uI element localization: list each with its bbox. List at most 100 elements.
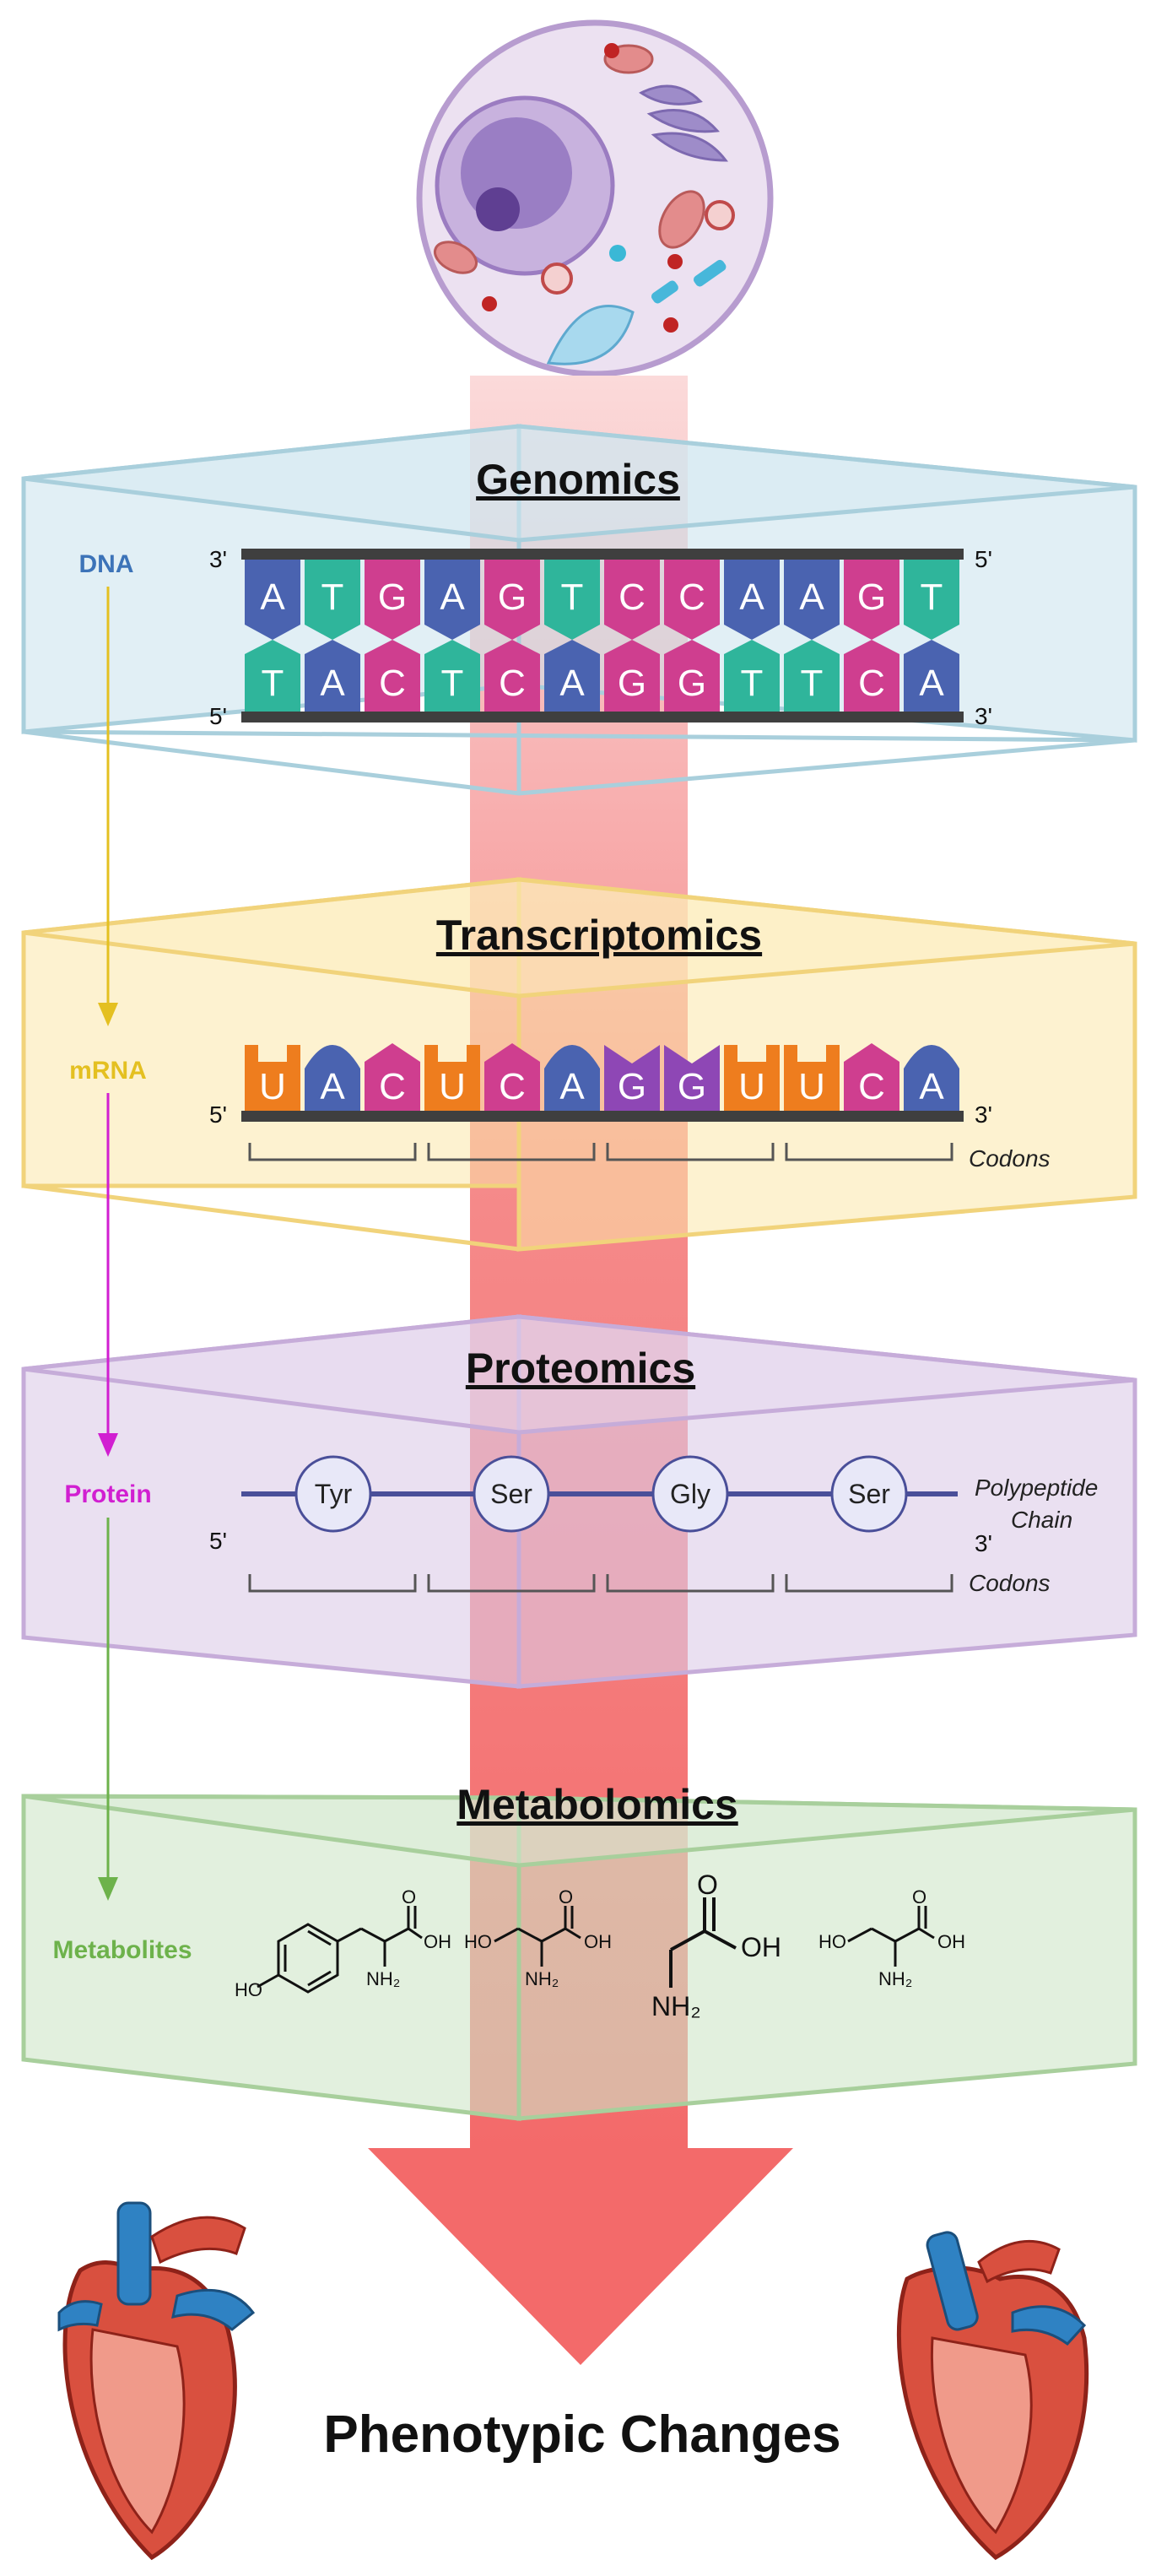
- side-flow-arrows: [98, 587, 118, 1901]
- mrna-base-letter: A: [919, 1066, 944, 1107]
- tyr-oh: OH: [424, 1931, 451, 1952]
- metabolomics-panel: Metabolomics Metabolites HO O OH NH₂: [21, 1781, 1137, 2121]
- mrna-base-letter: G: [618, 1066, 646, 1107]
- protein-right-end: 3': [975, 1530, 992, 1556]
- mrna-right-end: 3': [975, 1101, 992, 1128]
- mrna-base-letter: A: [320, 1066, 345, 1107]
- dna-top-base: A: [724, 560, 780, 640]
- ser1-o: O: [559, 1886, 573, 1908]
- transcriptomics-title: Transcriptomics: [436, 912, 762, 959]
- dna-top-base: A: [424, 560, 480, 640]
- dna-bottom-base-letter: C: [379, 663, 406, 704]
- amino-acid: Ser: [473, 1455, 550, 1533]
- dna-top-base: T: [544, 560, 600, 640]
- gly-o: O: [697, 1870, 718, 1900]
- dna-top-base: A: [245, 560, 300, 640]
- dna-top-base-letter: T: [921, 576, 943, 618]
- genomics-title: Genomics: [476, 456, 680, 503]
- dna-top-left-end: 3': [209, 546, 227, 572]
- ser1-nh2: NH₂: [525, 1968, 559, 1989]
- mrna-base: U: [724, 1045, 780, 1111]
- dna-top-base-letter: G: [378, 576, 407, 618]
- mrna-base-letter: G: [678, 1066, 706, 1107]
- gly-oh: OH: [741, 1932, 781, 1962]
- codon-bracket: [785, 1574, 953, 1593]
- mrna-label: mRNA: [69, 1057, 147, 1085]
- amino-acid-label: Tyr: [315, 1479, 353, 1509]
- tyr-nh2: NH₂: [366, 1968, 400, 1989]
- ser2-o: O: [912, 1886, 926, 1908]
- dna-top-base-letter: T: [561, 576, 584, 618]
- codon-bracket: [785, 1143, 953, 1161]
- heart-illustration-left: [57, 2201, 256, 2561]
- dna-top-base: C: [664, 560, 720, 640]
- metabolites-label: Metabolites: [52, 1936, 192, 1964]
- mrna-base-letter: C: [858, 1066, 885, 1107]
- dna-bottom-base: T: [784, 640, 840, 712]
- dna-bottom-base-letter: A: [919, 663, 944, 704]
- mrna-base-letter: C: [499, 1066, 526, 1107]
- amino-acid: Ser: [830, 1455, 908, 1533]
- dna-top-base-letter: A: [260, 576, 285, 618]
- codon-bracket: [427, 1574, 596, 1593]
- dna-top-base-letter: A: [440, 576, 465, 618]
- tyrosine-structure: [257, 1906, 423, 1994]
- mrna-base-letter: U: [738, 1066, 765, 1107]
- dna-top-base: G: [365, 560, 420, 640]
- codon-bracket: [248, 1143, 417, 1161]
- dna-bottom-base-letter: T: [262, 663, 284, 704]
- heart-illustration-right: [896, 2231, 1089, 2561]
- codon-bracket: [606, 1574, 775, 1593]
- mrna-base: C: [484, 1043, 540, 1111]
- amino-acid-label: Gly: [670, 1479, 710, 1509]
- amino-acid: Gly: [651, 1455, 729, 1533]
- mrna-base: A: [904, 1045, 959, 1111]
- dna-top-base: G: [844, 560, 899, 640]
- mrna-base-letter: U: [439, 1066, 466, 1107]
- mrna-left-end: 5': [209, 1101, 227, 1128]
- dna-bottom-base: G: [604, 640, 660, 712]
- dna-top-base-letter: A: [739, 576, 764, 618]
- chain-label-line1: Polypeptide: [975, 1475, 1098, 1501]
- dna-bottom-base-letter: G: [618, 663, 646, 704]
- ser2-oh: OH: [937, 1931, 965, 1952]
- phenotypic-changes-title: Phenotypic Changes: [323, 2406, 840, 2464]
- dna-top-base: C: [604, 560, 660, 640]
- dna-bottom-base: T: [424, 640, 480, 712]
- codon-bracket: [427, 1143, 596, 1161]
- codon-bracket: [248, 1574, 417, 1593]
- dna-bottom-base: A: [305, 640, 360, 712]
- mrna-codons-label: Codons: [969, 1145, 1051, 1172]
- dna-top-base-letter: A: [799, 576, 824, 618]
- mrna-base: U: [424, 1045, 480, 1111]
- dna-top-right-end: 5': [975, 546, 992, 572]
- dna-bottom-base-letter: C: [858, 663, 885, 704]
- dna-label: DNA: [79, 550, 134, 578]
- metabolomics-title: Metabolomics: [456, 1781, 737, 1828]
- dna-bottom-base-letter: T: [741, 663, 764, 704]
- mrna-base: A: [305, 1045, 360, 1111]
- polypeptide-chain: Tyr Ser Gly Ser: [294, 1455, 908, 1533]
- dna-bottom-right-end: 3': [975, 703, 992, 729]
- dna-top-base: T: [305, 560, 360, 640]
- ser2-ho: HO: [818, 1931, 846, 1952]
- protein-codon-brackets: [248, 1574, 953, 1593]
- tyr-o: O: [402, 1886, 416, 1908]
- dna-bottom-base: A: [904, 640, 959, 712]
- mrna-base: U: [245, 1045, 300, 1111]
- dna-top-base-letter: G: [857, 576, 886, 618]
- dna-bottom-base: G: [664, 640, 720, 712]
- dna-bottom-base-letter: A: [320, 663, 345, 704]
- mrna-base-letter: C: [379, 1066, 406, 1107]
- serine-structure-1: [494, 1906, 581, 1967]
- dna-bottom-left-end: 5': [209, 703, 227, 729]
- protein-codons-label: Codons: [969, 1570, 1051, 1596]
- gly-nh2: NH₂: [651, 1991, 701, 2021]
- ser2-nh2: NH₂: [878, 1968, 912, 1989]
- protein-label: Protein: [64, 1480, 151, 1508]
